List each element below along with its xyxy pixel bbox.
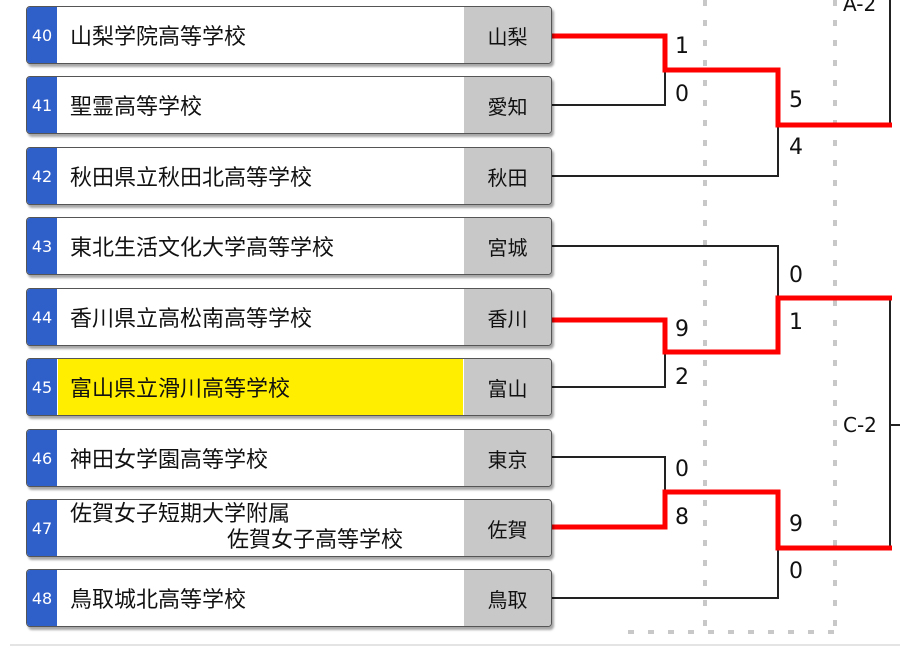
prefecture: 富山 <box>464 359 551 415</box>
score: 2 <box>675 365 689 390</box>
team-row[interactable]: 41 聖霊高等学校 愛知 <box>26 76 552 134</box>
seed-number: 42 <box>27 148 57 204</box>
team-name: 富山県立滑川高等学校 <box>58 359 463 415</box>
team-name: 山梨学院高等学校 <box>70 25 247 50</box>
score: 0 <box>789 559 803 584</box>
prefecture: 秋田 <box>464 148 551 204</box>
seed-number: 45 <box>27 359 57 415</box>
prefecture: 山梨 <box>464 7 551 63</box>
prefecture: 東京 <box>464 430 551 486</box>
prefecture: 香川 <box>464 289 551 345</box>
team-name: 神田女学園高等学校 <box>70 448 269 473</box>
team-name-line2: 佐賀女子高等学校 <box>227 528 404 553</box>
seed-number: 40 <box>27 7 57 63</box>
seed-number: 46 <box>27 430 57 486</box>
team-name: 聖霊高等学校 <box>70 95 203 120</box>
prefecture: 佐賀 <box>464 500 551 556</box>
seed-number: 48 <box>27 570 57 626</box>
label-a2: A-2 <box>843 0 877 16</box>
team-name: 東北生活文化大学高等学校 <box>70 236 335 261</box>
team-row[interactable]: 44 香川県立高松南高等学校 香川 <box>26 288 552 346</box>
team-row[interactable]: 47 佐賀女子短期大学附属佐賀女子高等学校 佐賀 <box>26 499 552 557</box>
score: 0 <box>675 82 689 107</box>
team-name: 鳥取城北高等学校 <box>70 588 247 613</box>
score: 0 <box>675 457 689 482</box>
seed-number: 43 <box>27 218 57 274</box>
team-row[interactable]: 46 神田女学園高等学校 東京 <box>26 429 552 487</box>
team-row[interactable]: 42 秋田県立秋田北高等学校 秋田 <box>26 147 552 205</box>
prefecture: 鳥取 <box>464 570 551 626</box>
team-row[interactable]: 40 山梨学院高等学校 山梨 <box>26 6 552 64</box>
score: 1 <box>675 34 689 59</box>
score: 5 <box>789 88 803 113</box>
team-name: 佐賀女子短期大学附属 <box>70 502 291 527</box>
score: 1 <box>789 310 803 335</box>
score: 8 <box>675 505 689 530</box>
seed-number: 41 <box>27 77 57 133</box>
seed-number: 47 <box>27 500 57 556</box>
score: 0 <box>789 263 803 288</box>
score: 9 <box>675 317 689 342</box>
team-name: 秋田県立秋田北高等学校 <box>70 166 313 191</box>
score: 4 <box>789 135 803 160</box>
seed-number: 44 <box>27 289 57 345</box>
team-name: 香川県立高松南高等学校 <box>70 307 313 332</box>
prefecture: 宮城 <box>464 218 551 274</box>
team-row[interactable]: 43 東北生活文化大学高等学校 宮城 <box>26 217 552 275</box>
label-c2: C-2 <box>843 413 877 437</box>
score: 9 <box>789 512 803 537</box>
team-row[interactable]: 48 鳥取城北高等学校 鳥取 <box>26 569 552 627</box>
prefecture: 愛知 <box>464 77 551 133</box>
